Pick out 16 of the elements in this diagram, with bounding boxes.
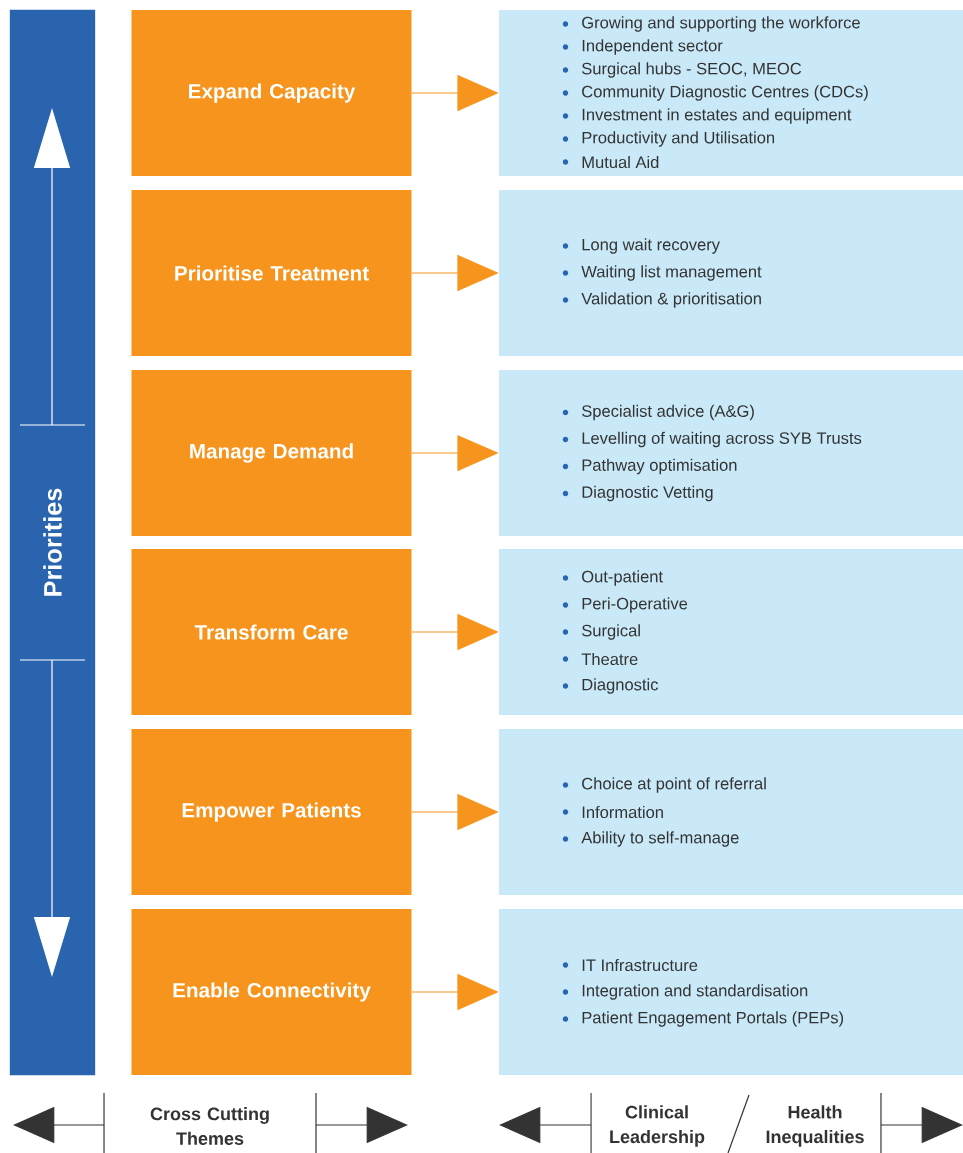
bullet-list-box: Choice at point of referral Information Ability to self-manage xyxy=(499,729,963,895)
footer-label: Cross Cutting Themes xyxy=(150,1107,269,1145)
theme-box: Empower Patients xyxy=(131,729,412,895)
bullet-list-box: Specialist advice (A&G) Levelling of waiting across SYB Trusts Pathway optimisation Diagnostic Vetting xyxy=(499,370,963,536)
bullet-list-box: Long wait recovery Waiting list management Validation & prioritisation xyxy=(499,190,963,356)
theme-box: Manage Demand xyxy=(131,370,412,536)
bullet-list-box: IT Infrastructure Integration and standardisation Patient Engagement Portals (PEPs) xyxy=(499,909,963,1075)
theme-box: Prioritise Treatment xyxy=(131,190,412,356)
footer-label: Health Inequalities xyxy=(766,1105,864,1147)
footer-label: Clinical Leadership xyxy=(610,1105,705,1147)
bullet-list-box: Growing and supporting the workforce Independent sector Surgical hubs - SEOC, MEOC Community Diagnostic Centres (CDCs) Investment in estates and equipment Productivity and Utilisation Mutual Aid xyxy=(499,10,963,176)
bullet-list-box: Out-patient Peri-Operative Surgical Theatre Diagnostic xyxy=(499,549,963,715)
theme-box: Expand Capacity xyxy=(131,10,412,176)
priority-band: Priorities xyxy=(9,9,96,1076)
theme-box: Transform Care xyxy=(131,549,412,715)
theme-box: Enable Connectivity xyxy=(131,909,412,1075)
